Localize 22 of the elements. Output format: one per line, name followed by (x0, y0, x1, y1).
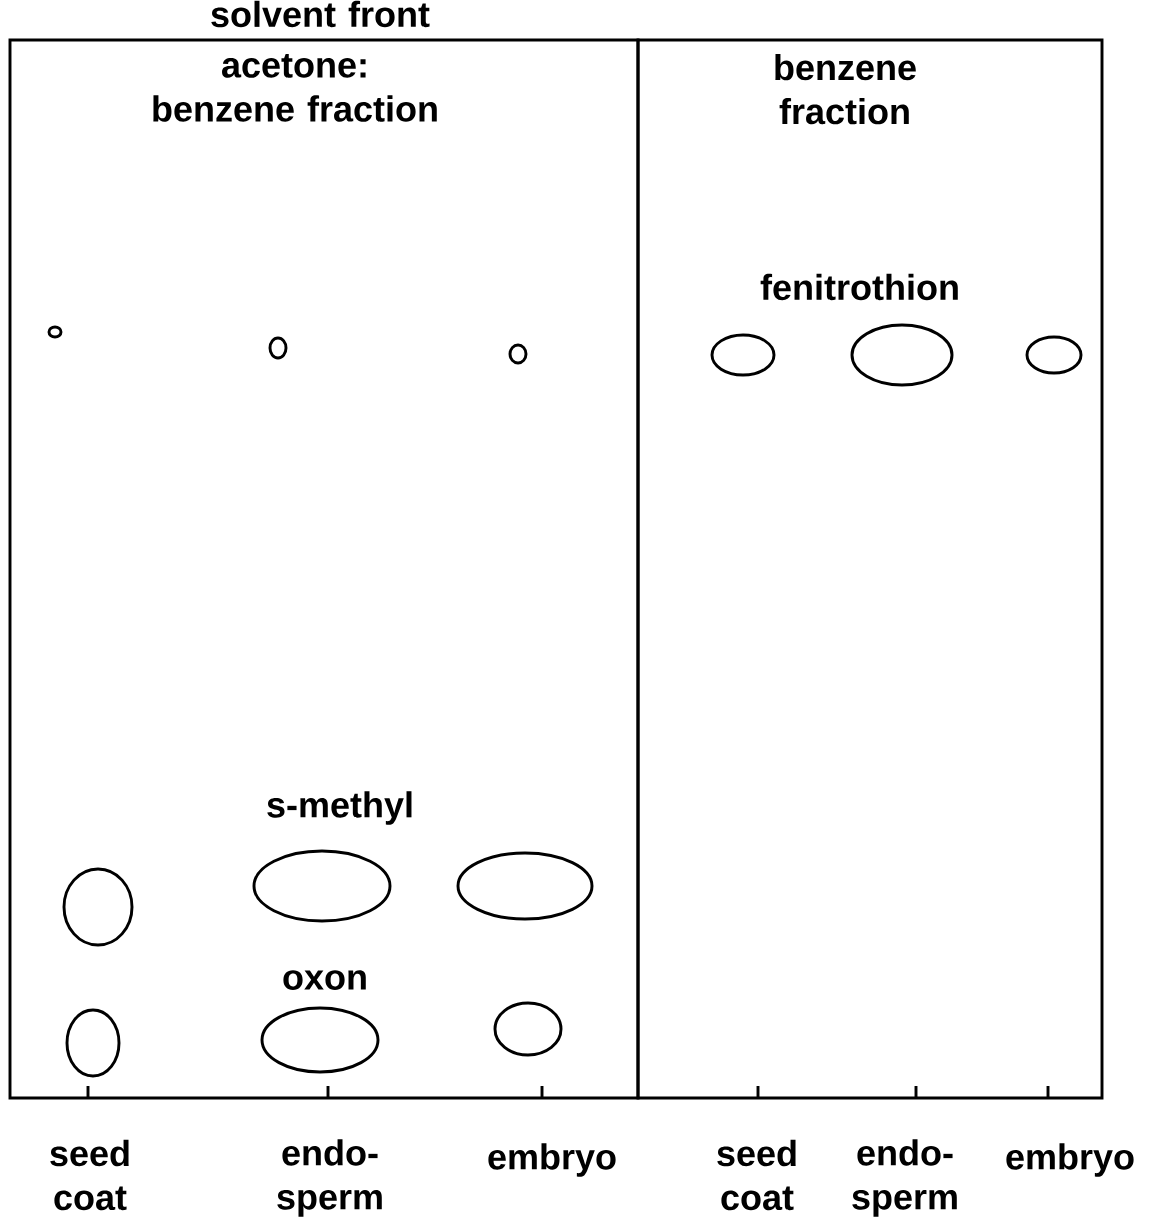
label: solvent front (211, 0, 430, 28)
spot (1025, 335, 1083, 375)
spot (252, 849, 392, 923)
spot (62, 867, 134, 947)
spot (493, 1001, 563, 1057)
label: endo- sperm (277, 1139, 382, 1217)
label: embryo (488, 1143, 616, 1177)
label: s-methyl (267, 791, 412, 825)
label: seed coat (717, 1139, 796, 1211)
spot (47, 325, 63, 339)
spot (456, 851, 594, 921)
spot (850, 323, 954, 387)
spot (508, 343, 528, 365)
spot (268, 336, 288, 360)
spot (260, 1006, 380, 1074)
label: seed coat (50, 1139, 129, 1211)
label: endo- sperm (852, 1139, 957, 1217)
spot (710, 333, 776, 377)
label: oxon (283, 970, 366, 990)
spot (65, 1008, 121, 1078)
label: embryo (1006, 1143, 1134, 1177)
label: fenitrothion (760, 273, 958, 301)
